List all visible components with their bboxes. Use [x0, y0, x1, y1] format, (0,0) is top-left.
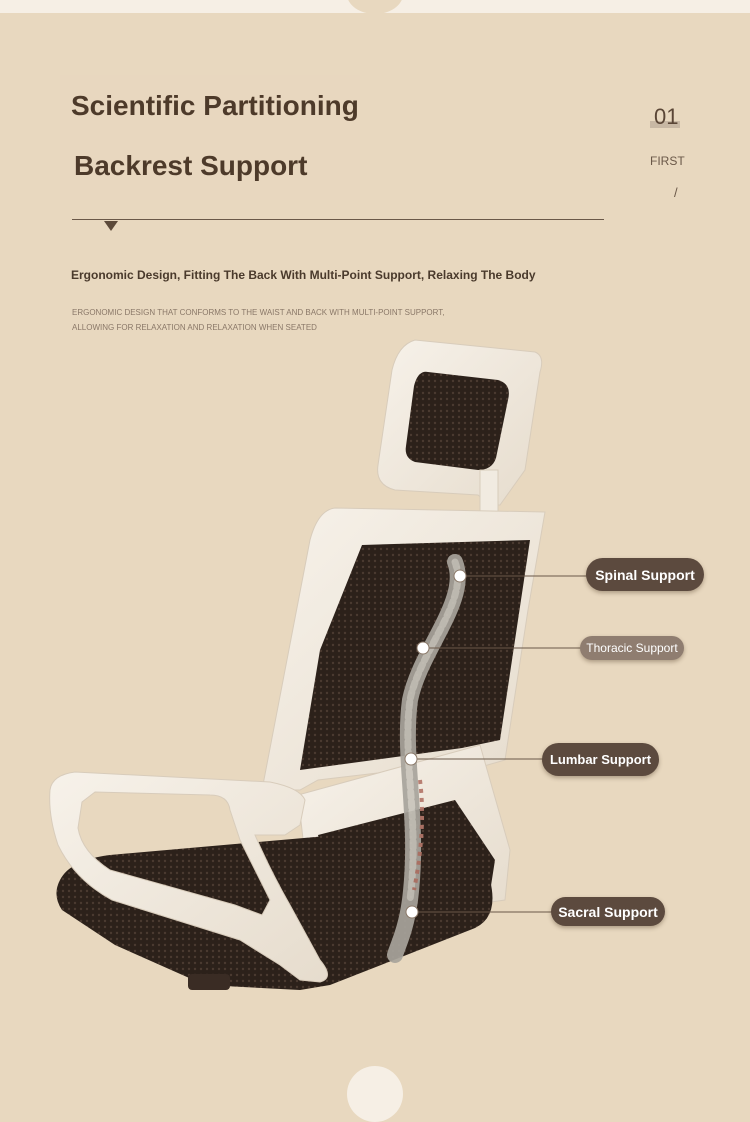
- bottom-notch: [347, 1066, 403, 1122]
- description-line: ERGONOMIC DESIGN THAT CONFORMS TO THE WA…: [72, 308, 445, 317]
- section-slash: /: [674, 185, 678, 200]
- number-highlight: [650, 121, 680, 128]
- title-backdrop: [60, 75, 360, 200]
- sacral-support-label: Sacral Support: [551, 897, 665, 926]
- page-subtitle: Backrest Support: [74, 150, 308, 181]
- top-notch: [347, 0, 403, 14]
- divider-marker: [104, 221, 118, 231]
- feature-subtitle: Ergonomic Design, Fitting The Back With …: [71, 268, 536, 282]
- lumbar-support-label: Lumbar Support: [542, 743, 659, 776]
- spinal-support-label: Spinal Support: [586, 558, 704, 591]
- feature-description: ERGONOMIC DESIGN THAT CONFORMS TO THE WA…: [72, 305, 444, 335]
- callout-dots: [404, 569, 467, 919]
- section-label: FIRST: [650, 154, 685, 168]
- armrest: [49, 771, 328, 983]
- page-title: Scientific Partitioning: [71, 90, 359, 121]
- divider-line: [72, 219, 604, 220]
- chair-base: [188, 974, 230, 990]
- description-line: ALLOWING FOR RELAXATION AND RELAXATION W…: [72, 323, 317, 332]
- headrest: [377, 339, 543, 541]
- thoracic-support-label: Thoracic Support: [580, 636, 684, 660]
- section-number: 01: [654, 104, 679, 129]
- office-chair-illustration: [49, 339, 668, 990]
